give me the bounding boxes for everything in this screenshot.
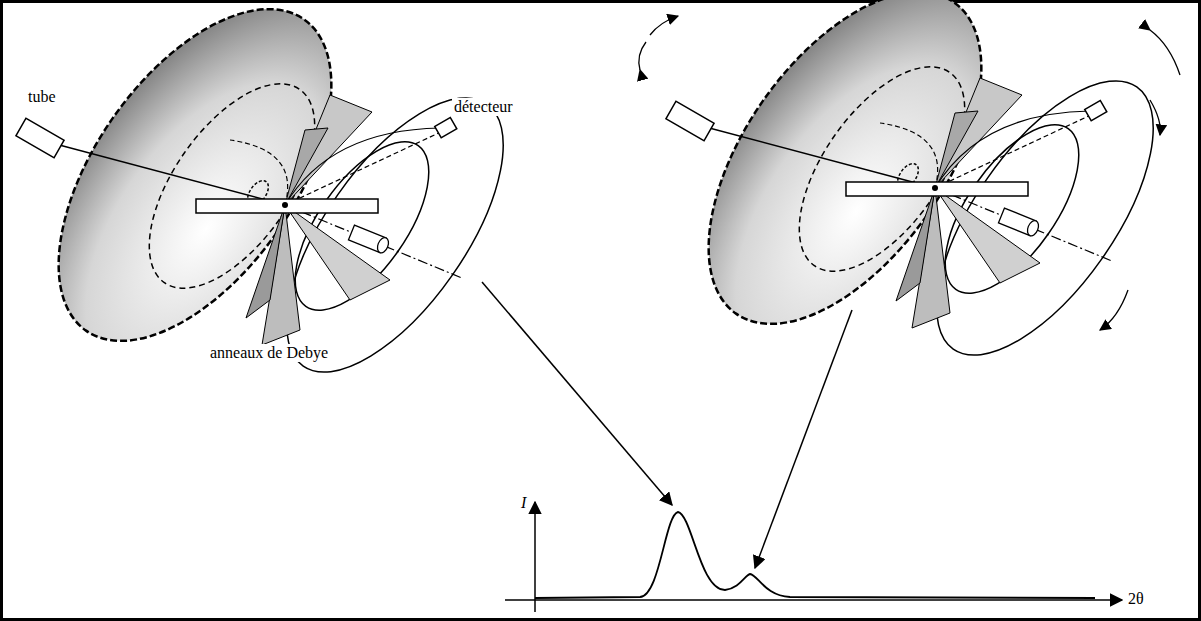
debye-rings-label: anneaux de Debye bbox=[208, 344, 330, 362]
fixed-setup bbox=[4, 0, 544, 406]
detector-label: détecteur bbox=[452, 98, 515, 116]
rotating-setup bbox=[654, 0, 1194, 389]
angle-axis-label: 2θ bbox=[1126, 590, 1146, 608]
tube-label: tube bbox=[26, 88, 58, 106]
intensity-axis-label: I bbox=[519, 494, 528, 512]
